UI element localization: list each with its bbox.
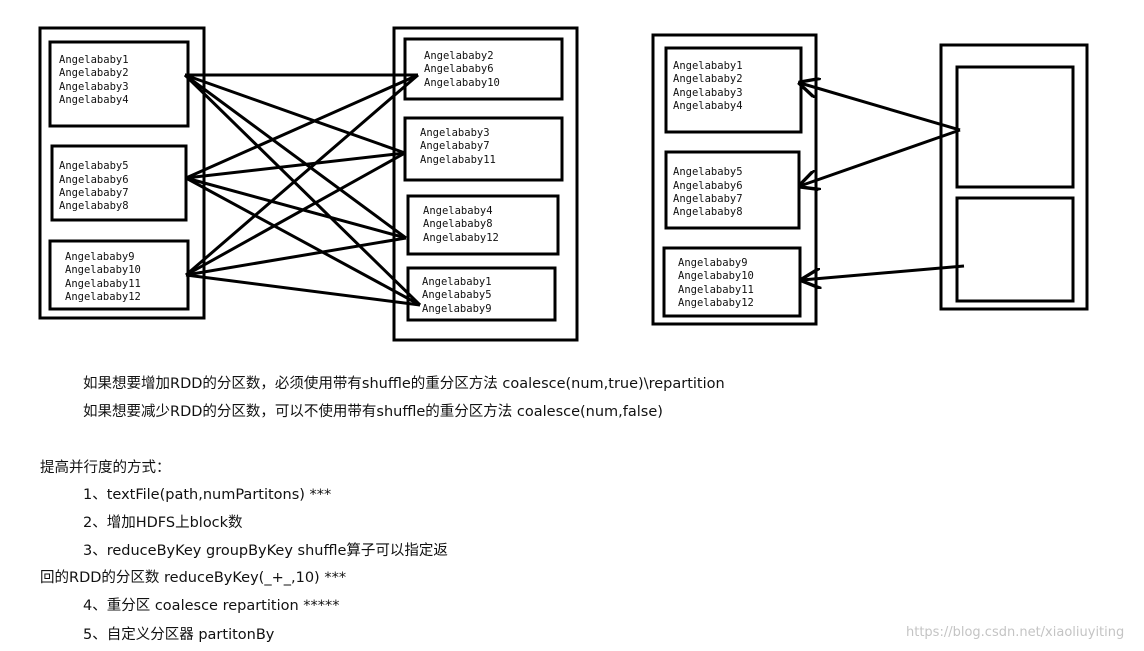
parallelism-item-5: 5、自定义分区器 partitonBy [83, 627, 275, 643]
right-p1-item-2: Angelababy2 [673, 73, 743, 85]
left-p1-item-3: Angelababy3 [59, 81, 129, 93]
svg-text:Angelababy3: Angelababy3 [420, 127, 490, 139]
repartition-diagram: Angelababy1 Angelababy2 Angelababy3 Ange… [38, 26, 1089, 342]
svg-text:Angelababy9: Angelababy9 [678, 257, 748, 269]
right-p3-item-4: Angelababy12 [678, 297, 754, 309]
svg-text:Angelababy5: Angelababy5 [673, 166, 743, 178]
coalesce-arrows [800, 83, 965, 280]
svg-text:Angelababy8: Angelababy8 [59, 200, 129, 212]
parallelism-item-4: 4、重分区 coalesce repartition ***** [83, 598, 340, 614]
middle-p4-item-1: Angelababy1 [422, 276, 492, 288]
note-decrease-partitions: 如果想要减少RDD的分区数，可以不使用带有shuffle的重分区方法 coale… [83, 404, 663, 420]
svg-text:Angelababy10: Angelababy10 [678, 270, 754, 282]
svg-text:Angelababy10: Angelababy10 [424, 77, 500, 89]
left-p2-item-1: Angelababy5 [59, 160, 129, 172]
middle-p1-item-2: Angelababy6 [424, 63, 494, 75]
svg-text:Angelababy1: Angelababy1 [673, 60, 743, 72]
left-p3-item-4: Angelababy12 [65, 291, 141, 303]
parallelism-item-1: 1、textFile(path,numPartitons) *** [83, 487, 332, 503]
svg-text:Angelababy4: Angelababy4 [59, 94, 129, 106]
svg-text:Angelababy11: Angelababy11 [678, 284, 754, 296]
left-rdd-outline [38, 26, 206, 320]
watermark: https://blog.csdn.net/xiaoliuyiting [906, 625, 1125, 640]
middle-partition-2 [403, 116, 564, 182]
middle-rdd-outline [392, 26, 579, 342]
right-p1-item-4: Angelababy4 [673, 100, 743, 112]
svg-text:Angelababy2: Angelababy2 [424, 50, 494, 62]
svg-text:Angelababy11: Angelababy11 [65, 278, 141, 290]
svg-text:Angelababy8: Angelababy8 [423, 218, 493, 230]
note-increase-partitions: 如果想要增加RDD的分区数，必须使用带有shuffle的重分区方法 coales… [83, 376, 725, 392]
svg-text:Angelababy10: Angelababy10 [65, 264, 141, 276]
target-rdd-outline [939, 43, 1089, 311]
svg-text:Angelababy4: Angelababy4 [673, 100, 743, 112]
svg-text:Angelababy9: Angelababy9 [422, 303, 492, 315]
svg-text:Angelababy7: Angelababy7 [673, 193, 743, 205]
middle-p4-item-2: Angelababy5 [422, 289, 492, 301]
left-partition-1 [48, 40, 190, 128]
svg-text:Angelababy5: Angelababy5 [59, 160, 129, 172]
parallelism-item-3: 3、reduceByKey groupByKey shuffle算子可以指定返 [83, 543, 448, 559]
middle-p1-item-3: Angelababy10 [424, 77, 500, 89]
svg-text:Angelababy11: Angelababy11 [420, 154, 496, 166]
left-p1-item-2: Angelababy2 [59, 67, 129, 79]
middle-partition-3 [406, 194, 560, 256]
left-p2-item-3: Angelababy7 [59, 187, 129, 199]
left-p2-item-4: Angelababy8 [59, 200, 129, 212]
middle-p3-item-3: Angelababy12 [423, 232, 499, 244]
right-p1-item-1: Angelababy1 [673, 60, 743, 72]
left-p3-item-2: Angelababy10 [65, 264, 141, 276]
svg-text:Angelababy12: Angelababy12 [65, 291, 141, 303]
shuffle-connections [183, 73, 422, 307]
parallelism-item-3-cont: 回的RDD的分区数 reduceByKey(_+_,10) *** [40, 570, 347, 586]
target-partition-1 [955, 65, 1075, 189]
parallelism-item-2: 2、增加HDFS上block数 [83, 515, 243, 531]
middle-p2-item-1: Angelababy3 [420, 127, 490, 139]
svg-text:Angelababy7: Angelababy7 [420, 140, 490, 152]
svg-text:Angelababy1: Angelababy1 [422, 276, 492, 288]
svg-text:Angelababy12: Angelababy12 [423, 232, 499, 244]
left-p3-item-1: Angelababy9 [65, 251, 135, 263]
middle-p2-item-3: Angelababy11 [420, 154, 496, 166]
right-p2-item-3: Angelababy7 [673, 193, 743, 205]
left-p3-item-3: Angelababy11 [65, 278, 141, 290]
svg-text:Angelababy6: Angelababy6 [424, 63, 494, 75]
right-p3-item-2: Angelababy10 [678, 270, 754, 282]
middle-p2-item-2: Angelababy7 [420, 140, 490, 152]
svg-text:Angelababy4: Angelababy4 [423, 205, 493, 217]
right-p2-item-4: Angelababy8 [673, 206, 743, 218]
svg-text:Angelababy12: Angelababy12 [678, 297, 754, 309]
middle-p3-item-2: Angelababy8 [423, 218, 493, 230]
svg-text:Angelababy5: Angelababy5 [422, 289, 492, 301]
right-p3-item-1: Angelababy9 [678, 257, 748, 269]
svg-text:Angelababy2: Angelababy2 [673, 73, 743, 85]
svg-text:Angelababy2: Angelababy2 [59, 67, 129, 79]
target-partition-2 [955, 196, 1075, 303]
svg-text:Angelababy1: Angelababy1 [59, 54, 129, 66]
parallelism-heading: 提高并行度的方式： [40, 460, 171, 476]
right-p2-item-2: Angelababy6 [673, 180, 743, 192]
middle-p1-item-1: Angelababy2 [424, 50, 494, 62]
svg-text:Angelababy3: Angelababy3 [59, 81, 129, 93]
middle-p4-item-3: Angelababy9 [422, 303, 492, 315]
middle-partition-1 [403, 37, 564, 101]
svg-text:Angelababy8: Angelababy8 [673, 206, 743, 218]
svg-text:Angelababy3: Angelababy3 [673, 87, 743, 99]
right-p3-item-3: Angelababy11 [678, 284, 754, 296]
left-partition-2 [50, 144, 188, 222]
left-p2-item-2: Angelababy6 [59, 174, 129, 186]
svg-text:Angelababy7: Angelababy7 [59, 187, 129, 199]
svg-text:Angelababy6: Angelababy6 [673, 180, 743, 192]
right-p2-item-1: Angelababy5 [673, 166, 743, 178]
right-p1-item-3: Angelababy3 [673, 87, 743, 99]
svg-text:Angelababy9: Angelababy9 [65, 251, 135, 263]
svg-text:Angelababy6: Angelababy6 [59, 174, 129, 186]
middle-p3-item-1: Angelababy4 [423, 205, 493, 217]
left-p1-item-4: Angelababy4 [59, 94, 129, 106]
left-p1-item-1: Angelababy1 [59, 54, 129, 66]
